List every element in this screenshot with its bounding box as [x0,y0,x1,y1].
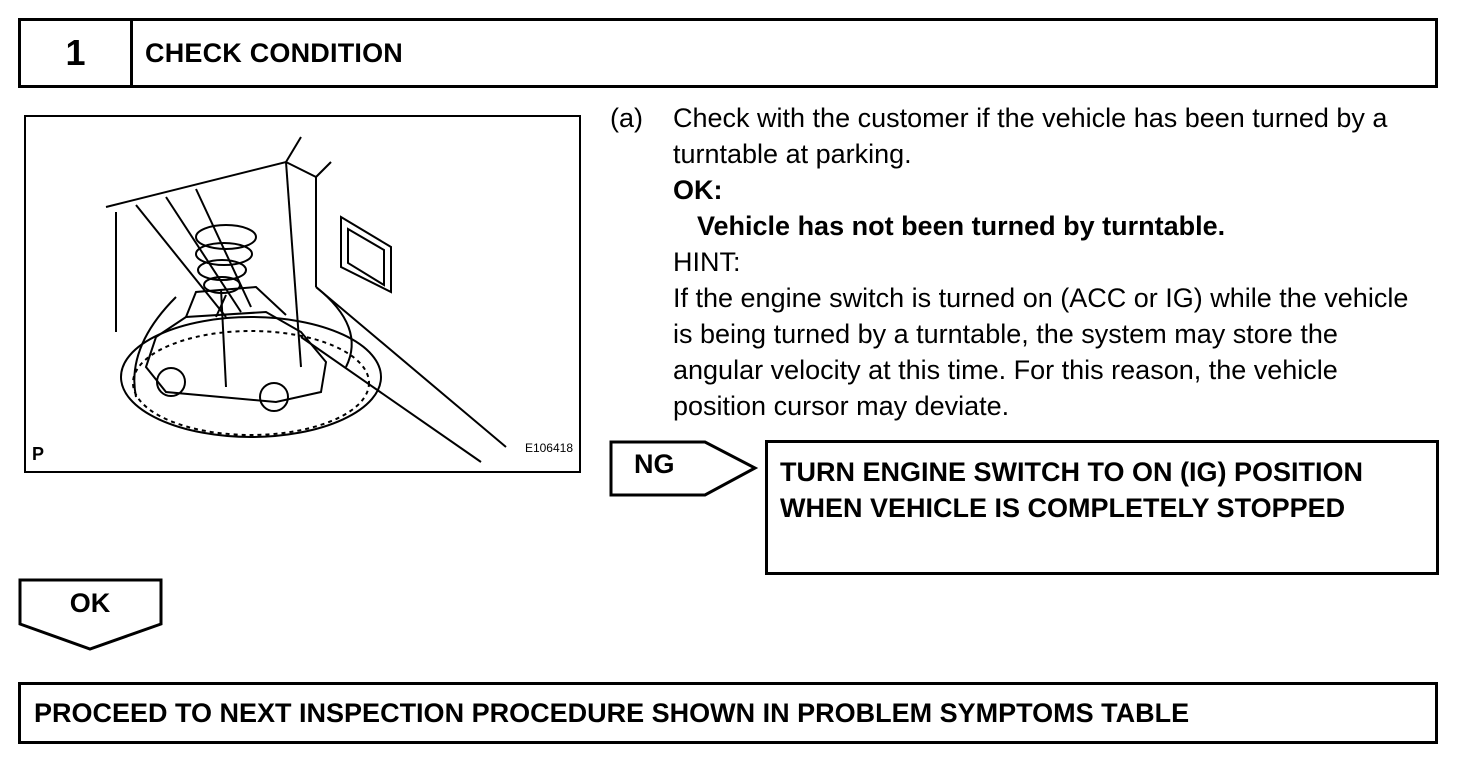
turntable-illustration: P E106418 [24,115,581,473]
step-header: 1 CHECK CONDITION [18,18,1438,88]
ng-label: NG [634,449,675,479]
hint-label: HINT: [673,247,741,277]
instructions-body: Check with the customer if the vehicle h… [673,100,1433,424]
ng-arrow-icon [609,440,759,497]
ok-arrow-icon [18,578,163,651]
ok-label: OK [69,588,111,618]
ok-criteria-label: OK: [673,175,723,205]
hint-text: If the engine switch is turned on (ACC o… [673,283,1409,421]
step-number: 1 [21,21,133,85]
step-title: CHECK CONDITION [145,37,403,68]
illustration-code-right: E106418 [524,441,573,455]
illustration-code-left: P [32,444,45,464]
turntable-car-drawing [105,136,507,463]
step-label: (a) [610,103,643,133]
instruction-text: Check with the customer if the vehicle h… [673,103,1388,169]
ok-criteria-text: Vehicle has not been turned by turntable… [697,211,1226,241]
final-result-box: PROCEED TO NEXT INSPECTION PROCEDURE SHO… [18,682,1438,744]
ng-result-box: TURN ENGINE SWITCH TO ON (IG) POSITION W… [765,440,1439,575]
